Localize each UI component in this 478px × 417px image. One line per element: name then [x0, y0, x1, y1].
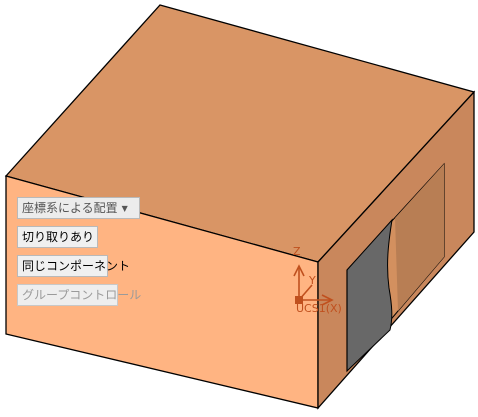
with-cut-button-label: 切り取りあり [22, 230, 95, 244]
same-component-button[interactable]: 同じコンポーネント [17, 255, 130, 277]
with-cut-button[interactable]: 切り取りあり [17, 226, 98, 248]
z-axis-arrow-icon [293, 264, 305, 277]
group-control-button[interactable]: グループコントロール [17, 284, 141, 306]
y-axis-label: Y [308, 274, 316, 287]
slot-shadow-face [395, 164, 444, 311]
placement-dropdown[interactable]: 座標系による配置▼ [17, 197, 140, 219]
same-component-button-label: 同じコンポーネント [22, 259, 131, 273]
triangle-down-icon: ▼ [121, 203, 128, 213]
x-axis-arrow-icon [321, 294, 334, 306]
ucs-triad[interactable] [293, 264, 334, 306]
ucs-origin-label: UCS1(X) [296, 302, 342, 315]
slot-gray-surface[interactable] [346, 218, 393, 373]
z-axis-label: Z [293, 245, 301, 258]
placement-dropdown-label: 座標系による配置 [22, 201, 118, 215]
group-control-button-label: グループコントロール [22, 288, 142, 302]
triad-origin-icon [295, 296, 303, 304]
